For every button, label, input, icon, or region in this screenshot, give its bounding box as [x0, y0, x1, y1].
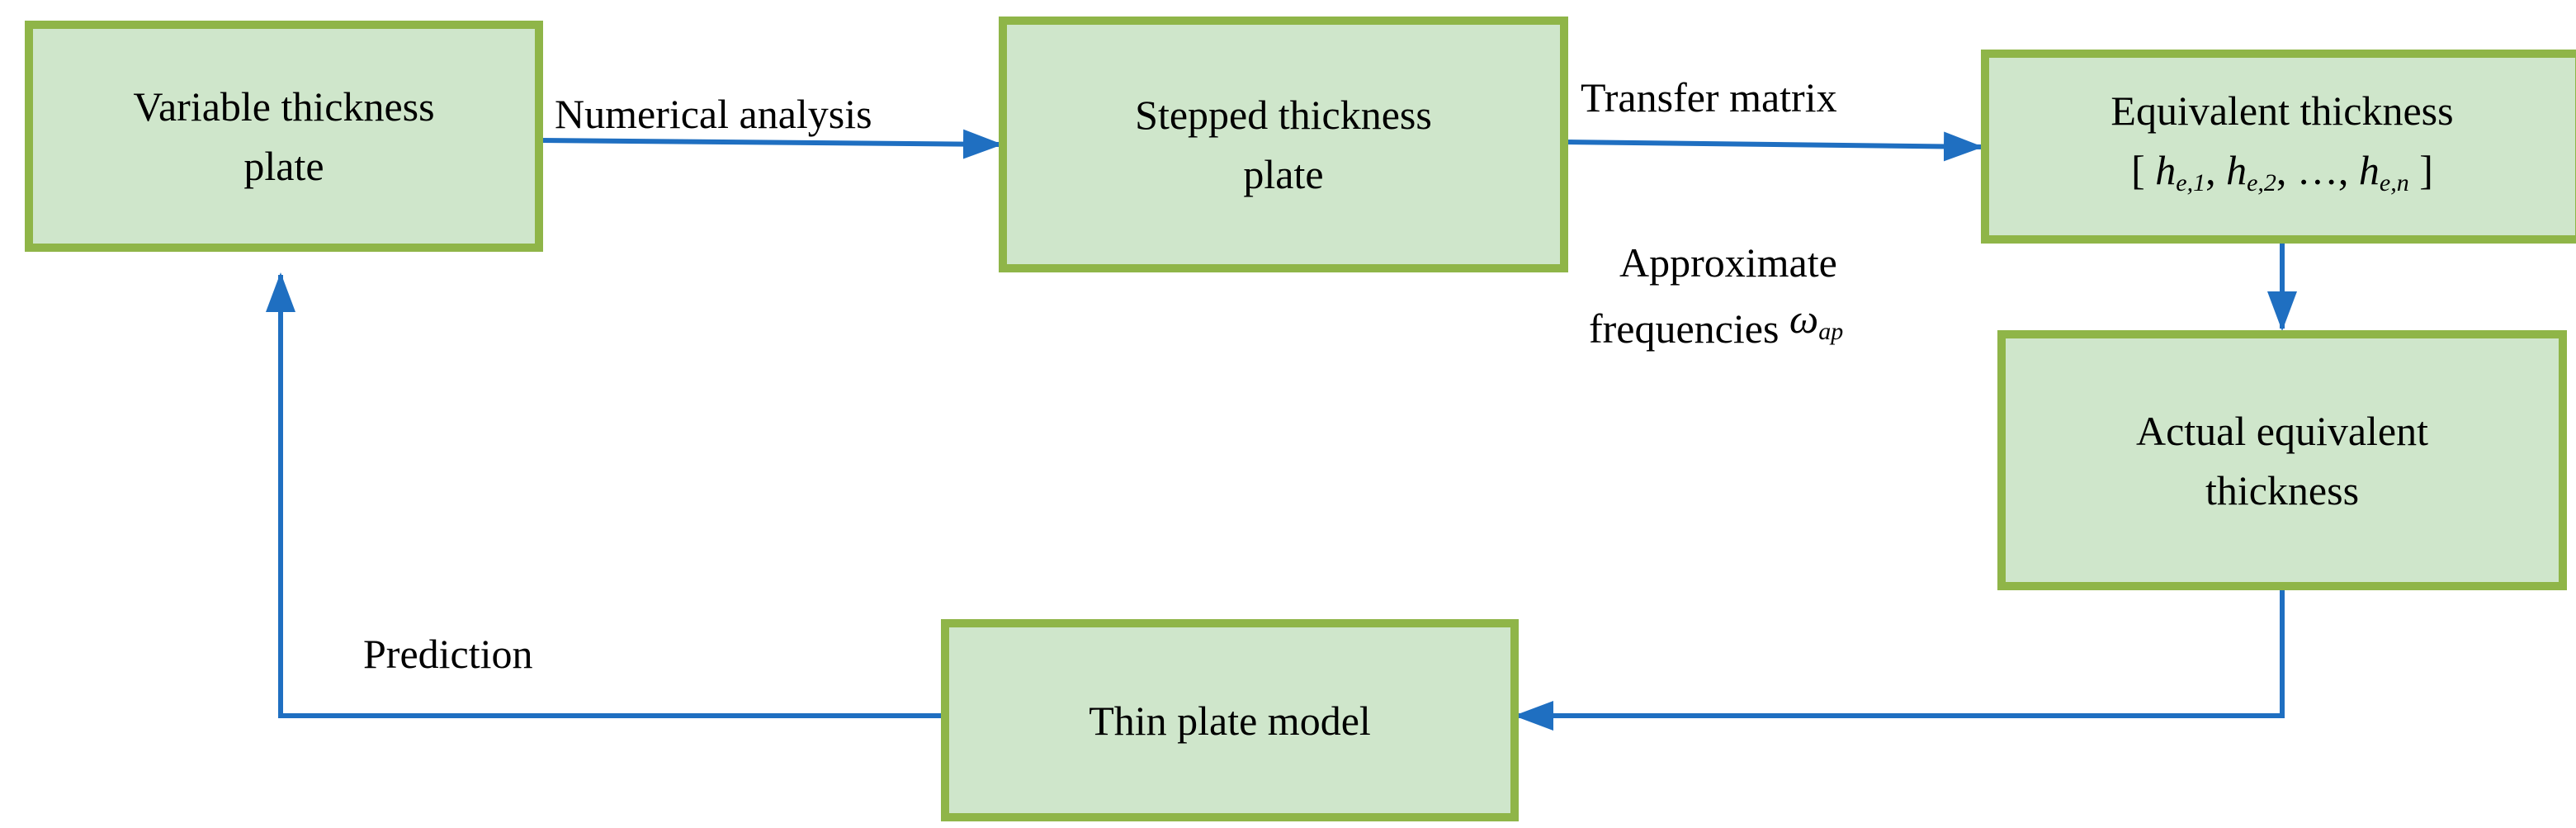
vector-sep-2: , — [2276, 146, 2287, 193]
node-actual-equivalent-thickness: Actual equivalent thickness — [1997, 330, 2567, 590]
vector-sep-3: , — [2337, 146, 2349, 193]
node-variable-line2: plate — [243, 143, 324, 189]
label-transfer-matrix: Transfer matrix — [1581, 74, 1837, 121]
node-stepped-thickness-plate: Stepped thickness plate — [999, 17, 1568, 272]
node-stepped-line1: Stepped thickness — [1135, 92, 1432, 138]
node-thin-line1: Thin plate model — [1089, 697, 1371, 744]
node-variable-line1: Variable thickness — [133, 83, 435, 130]
vector-term-2: he,2 — [2226, 146, 2276, 196]
vector-h-1: h — [2155, 146, 2177, 193]
node-actual-line2: thickness — [2205, 466, 2360, 513]
equivalent-thickness-vector: [ he,1, he,2, …, he,n ] — [2110, 140, 2453, 213]
vector-term-n: he,n — [2358, 146, 2409, 196]
node-variable-thickness-plate: Variable thickness plate — [25, 21, 543, 252]
arrow-actual-to-thin — [1514, 590, 2285, 731]
vector-sep-1: , — [2205, 146, 2216, 193]
vector-sub-2: e,2 — [2247, 168, 2276, 196]
omega-glyph: ω — [1789, 296, 1819, 342]
vector-ellipsis: … — [2296, 146, 2338, 193]
vector-h-2: h — [2226, 146, 2248, 193]
label-approximate: Approximate — [1619, 239, 1837, 286]
node-thin-plate-model: Thin plate model — [941, 619, 1519, 821]
omega-symbol: ωap — [1789, 296, 1844, 345]
vector-open-bracket: [ — [2131, 146, 2145, 193]
vector-sub-1: e,1 — [2176, 168, 2206, 196]
vector-sub-n: e,n — [2379, 168, 2409, 196]
arrow-stepped-to-equivalent — [1563, 131, 1983, 162]
vector-h-n: h — [2358, 146, 2380, 193]
omega-subscript: ap — [1818, 318, 1844, 345]
label-approximate-frequencies: frequencies ωap — [1589, 296, 1843, 367]
label-prediction: Prediction — [363, 631, 533, 677]
label-numerical-analysis: Numerical analysis — [555, 91, 872, 137]
arrow-thin-to-variable — [266, 272, 945, 718]
vector-term-1: he,1 — [2155, 146, 2206, 196]
node-equivalent-line1: Equivalent thickness — [2110, 87, 2454, 134]
node-stepped-line2: plate — [1243, 151, 1324, 197]
arrow-variable-to-stepped — [540, 129, 1003, 159]
vector-close-bracket: ] — [2419, 146, 2433, 193]
label-frequencies-word: frequencies — [1589, 305, 1780, 352]
node-equivalent-thickness: Equivalent thickness [ he,1, he,2, …, he… — [1981, 50, 2576, 244]
node-actual-line1: Actual equivalent — [2135, 407, 2429, 454]
